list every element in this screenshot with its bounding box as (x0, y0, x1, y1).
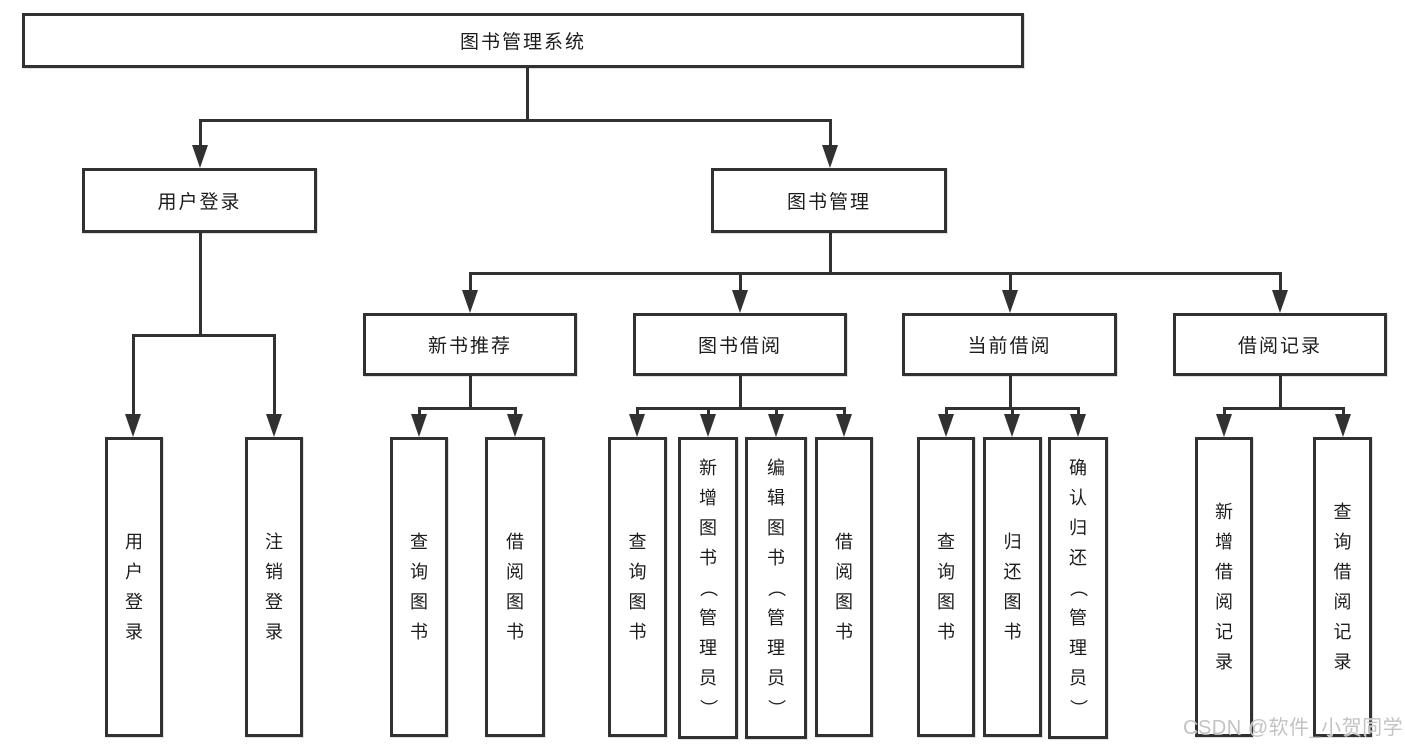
tree-line-vertical (272, 335, 276, 420)
leaf-label: 新增图书（管理员） (698, 458, 718, 717)
node-book-management: 图书管理 (711, 168, 947, 233)
leaf-label: 查询图书 (937, 532, 955, 642)
leaf-label: 注销登录 (265, 532, 283, 642)
arrowhead-down-icon (1070, 414, 1086, 437)
leaf-label: 归还图书 (1003, 532, 1022, 642)
leaf-logout: 注销登录 (245, 437, 303, 737)
tree-line-vertical (828, 120, 832, 151)
leaf-confirm-return-admin: 确认归还（管理员） (1048, 437, 1108, 739)
arrowhead-down-icon (462, 290, 478, 313)
leaf-query-books-borrow: 查询图书 (608, 437, 667, 737)
node-book-borrowing: 图书借阅 (633, 313, 847, 376)
tree-line-horizontal (131, 333, 276, 337)
arrowhead-down-icon (507, 414, 523, 437)
tree-line-vertical (468, 376, 472, 408)
tree-line-horizontal (417, 406, 517, 410)
leaf-label: 借阅图书 (835, 532, 853, 642)
tree-line-vertical (738, 273, 742, 296)
node-borrowing-records: 借阅记录 (1173, 313, 1387, 376)
leaf-borrow-books: 借阅图书 (815, 437, 873, 737)
arrowhead-down-icon (732, 290, 748, 313)
leaf-label: 查询图书 (410, 532, 428, 642)
arrowhead-down-icon (411, 414, 427, 437)
tree-line-vertical (198, 233, 202, 335)
arrowhead-down-icon (938, 414, 954, 437)
node-label: 当前借阅 (967, 336, 1052, 357)
leaf-borrow-books-newrec: 借阅图书 (485, 437, 545, 737)
node-label: 图书借阅 (697, 336, 782, 357)
leaf-add-book-admin: 新增图书（管理员） (678, 437, 738, 739)
node-label: 图书管理 (786, 192, 871, 213)
node-current-borrowing: 当前借阅 (902, 313, 1117, 376)
leaf-query-books-current: 查询图书 (917, 437, 975, 737)
tree-line-vertical (525, 68, 529, 120)
node-new-book-recommend: 新书推荐 (363, 313, 577, 376)
tree-line-vertical (1278, 376, 1282, 408)
leaf-label: 确认归还（管理员） (1068, 458, 1088, 717)
leaf-label: 查询图书 (628, 532, 647, 642)
arrowhead-down-icon (1002, 290, 1018, 313)
arrowhead-down-icon (822, 145, 838, 168)
arrowhead-down-icon (1272, 290, 1288, 313)
arrowhead-down-icon (1335, 414, 1351, 437)
tree-line-vertical (1008, 376, 1012, 408)
leaf-label: 编辑图书（管理员） (766, 458, 786, 717)
tree-line-horizontal (198, 118, 832, 122)
arrowhead-down-icon (1004, 414, 1020, 437)
arrowhead-down-icon (629, 414, 645, 437)
watermark: CSDN @软件_小贺同学 (1183, 717, 1404, 739)
arrowhead-down-icon (700, 414, 716, 437)
tree-line-vertical (1278, 273, 1282, 296)
tree-line-vertical (131, 335, 135, 420)
tree-line-vertical (738, 376, 742, 408)
arrowhead-down-icon (125, 414, 141, 437)
arrowhead-down-icon (266, 414, 282, 437)
leaf-return-books: 归还图书 (983, 437, 1042, 737)
arrowhead-down-icon (1216, 414, 1232, 437)
leaf-user-login: 用户登录 (105, 437, 163, 737)
tree-line-horizontal (635, 406, 846, 410)
tree-line-vertical (828, 233, 832, 273)
arrowhead-down-icon (192, 145, 208, 168)
leaf-label: 借阅图书 (506, 532, 524, 642)
node-user-login: 用户登录 (82, 168, 317, 233)
leaf-query-books-newrec: 查询图书 (390, 437, 448, 737)
node-label: 用户登录 (157, 192, 242, 213)
leaf-label: 用户登录 (125, 532, 143, 642)
leaf-edit-book-admin: 编辑图书（管理员） (745, 437, 807, 739)
tree-line-vertical (198, 120, 202, 151)
tree-line-horizontal (1222, 406, 1345, 410)
leaf-label: 新增借阅记录 (1215, 502, 1233, 672)
arrowhead-down-icon (768, 414, 784, 437)
node-label: 借阅记录 (1237, 336, 1322, 357)
leaf-query-borrow-record: 查询借阅记录 (1313, 437, 1372, 737)
tree-line-vertical (468, 273, 472, 296)
node-label: 图书管理系统 (459, 32, 586, 53)
leaf-add-borrow-record: 新增借阅记录 (1195, 437, 1253, 737)
leaf-label: 查询借阅记录 (1333, 502, 1352, 672)
tree-line-horizontal (468, 271, 1282, 275)
node-label: 新书推荐 (427, 336, 512, 357)
tree-line-vertical (1008, 273, 1012, 296)
node-book-management-system: 图书管理系统 (22, 13, 1024, 68)
arrowhead-down-icon (836, 414, 852, 437)
